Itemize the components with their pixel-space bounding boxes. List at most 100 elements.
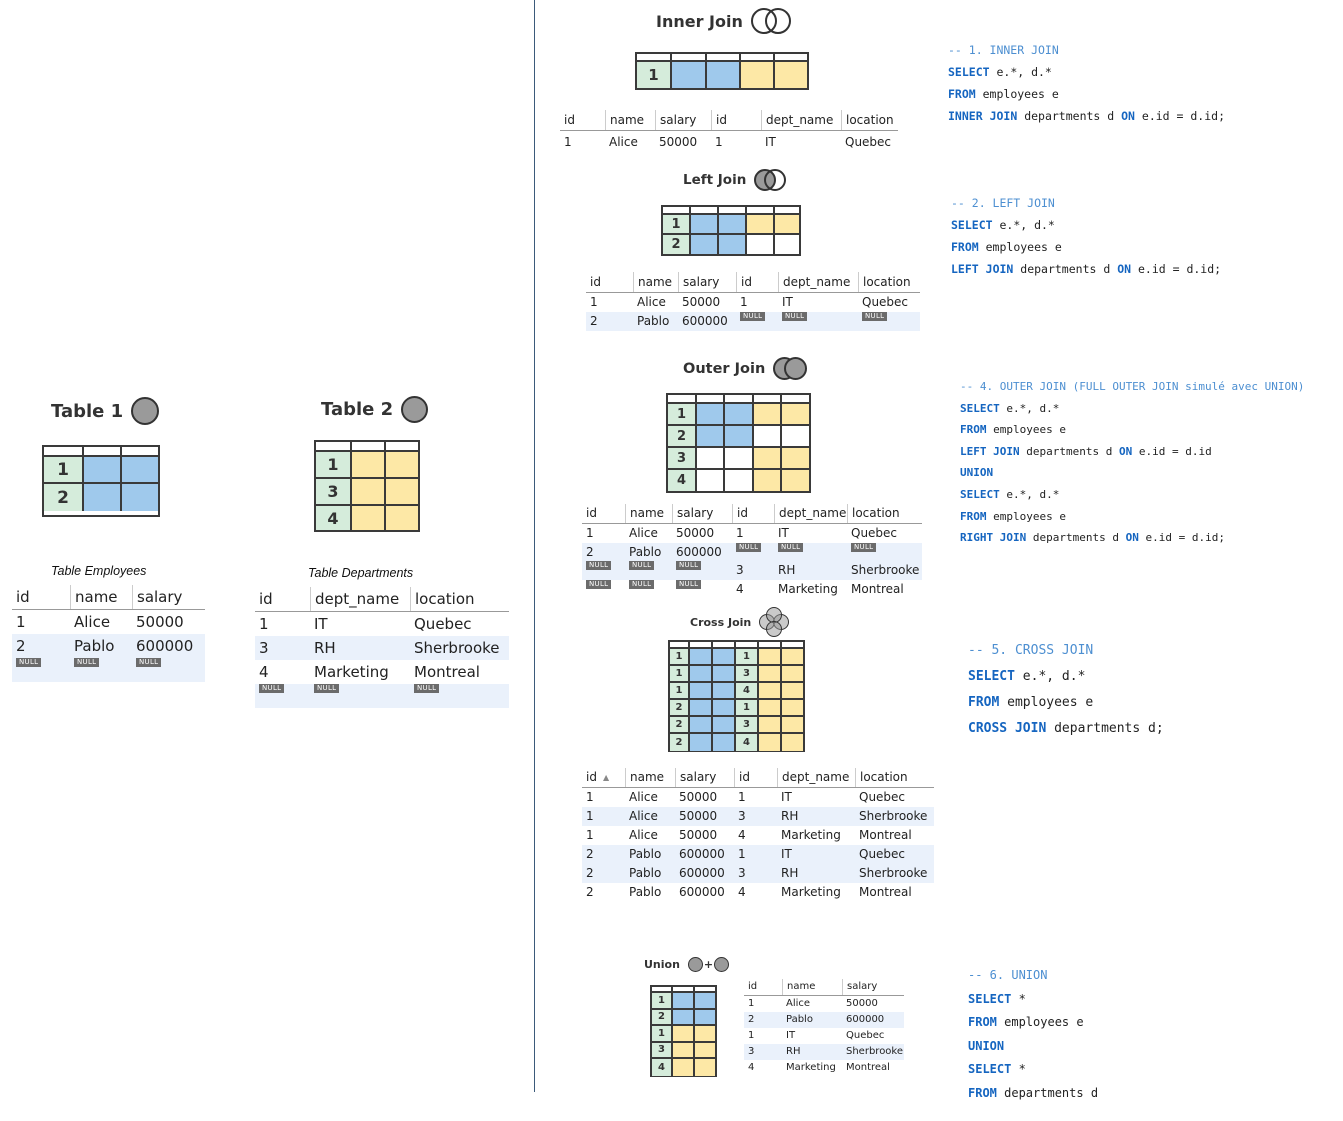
column-header[interactable]: name <box>605 110 655 130</box>
sql-line: FROM employees e <box>951 240 1062 254</box>
null-badge: NULL <box>414 684 440 693</box>
block-label: 4 <box>668 470 697 491</box>
column-header[interactable]: id▲ <box>582 768 625 787</box>
column-header[interactable]: dept_name <box>777 768 855 787</box>
sql-line: LEFT JOIN departments d ON e.id = d.id <box>960 444 1212 458</box>
cell-value: 1 <box>259 615 269 633</box>
block-label: 4 <box>736 683 759 700</box>
cell-value: Quebec <box>862 295 909 309</box>
column-header[interactable]: salary <box>655 110 711 130</box>
column-header[interactable]: name <box>70 585 132 609</box>
column-header[interactable]: salary <box>842 979 904 995</box>
column-header[interactable]: id <box>586 272 633 292</box>
column-header[interactable]: dept_name <box>774 504 847 523</box>
inner-join-block: 1 <box>635 52 809 90</box>
cell-value: Pablo <box>629 866 662 880</box>
cell-value: 1 <box>586 790 594 804</box>
column-header[interactable]: id <box>736 272 778 292</box>
sql-line: FROM employees e <box>968 695 1094 710</box>
column-header[interactable]: location <box>855 768 934 787</box>
column-header[interactable]: name <box>625 768 675 787</box>
column-header[interactable]: salary <box>675 768 734 787</box>
column-header[interactable]: salary <box>132 585 205 609</box>
column-header[interactable]: name <box>625 504 672 523</box>
block-cell <box>690 649 713 666</box>
cell-value: Quebec <box>859 847 906 861</box>
block-label: 2 <box>668 426 697 448</box>
column-header[interactable]: dept_name <box>761 110 841 130</box>
cross-join-title: Cross Join <box>690 615 752 629</box>
column-header-label: location <box>846 113 894 127</box>
block-cell <box>759 683 782 700</box>
block-cell <box>782 734 803 751</box>
block-cell <box>690 642 713 649</box>
column-header[interactable]: location <box>858 272 920 292</box>
cell-value: 50000 <box>136 613 184 631</box>
cell-value: 1 <box>738 847 746 861</box>
column-header[interactable]: salary <box>672 504 732 523</box>
block-cell <box>759 642 782 649</box>
column-header-label: salary <box>680 770 717 784</box>
column-header[interactable]: dept_name <box>778 272 858 292</box>
column-header[interactable]: id <box>582 504 625 523</box>
block-cell <box>713 666 736 683</box>
cell-value: 1 <box>736 526 744 540</box>
cell-value: 600000 <box>676 544 722 559</box>
sql-line: SELECT e.*, d.* <box>960 487 1060 501</box>
column-header[interactable]: id <box>744 979 782 995</box>
sort-ascending-icon[interactable]: ▲ <box>602 773 610 782</box>
column-header[interactable]: location <box>841 110 898 130</box>
column-header[interactable]: id <box>732 504 774 523</box>
cell-value: 1 <box>16 613 26 631</box>
cell-value: 1 <box>748 998 755 1009</box>
block-cell <box>690 717 713 734</box>
null-cell: NULL <box>255 684 310 708</box>
column-header[interactable]: id <box>734 768 777 787</box>
null-badge: NULL <box>259 684 285 693</box>
column-header[interactable]: id <box>12 585 70 609</box>
cell-value: 600000 <box>136 637 194 655</box>
column-header[interactable]: location <box>410 587 509 611</box>
column-header[interactable]: salary <box>678 272 736 292</box>
column-header[interactable]: id <box>560 110 605 130</box>
column-header[interactable]: name <box>782 979 842 995</box>
null-badge: NULL <box>629 561 655 570</box>
union-heading: Union + <box>644 957 730 972</box>
column-header[interactable]: location <box>847 504 922 523</box>
column-header[interactable]: id <box>711 110 761 130</box>
column-header[interactable]: id <box>255 587 310 611</box>
column-header[interactable]: dept_name <box>310 587 410 611</box>
column-header[interactable]: name <box>633 272 678 292</box>
sql-comment-line: -- 4. OUTER JOIN (FULL OUTER JOIN simulé… <box>960 380 1305 393</box>
